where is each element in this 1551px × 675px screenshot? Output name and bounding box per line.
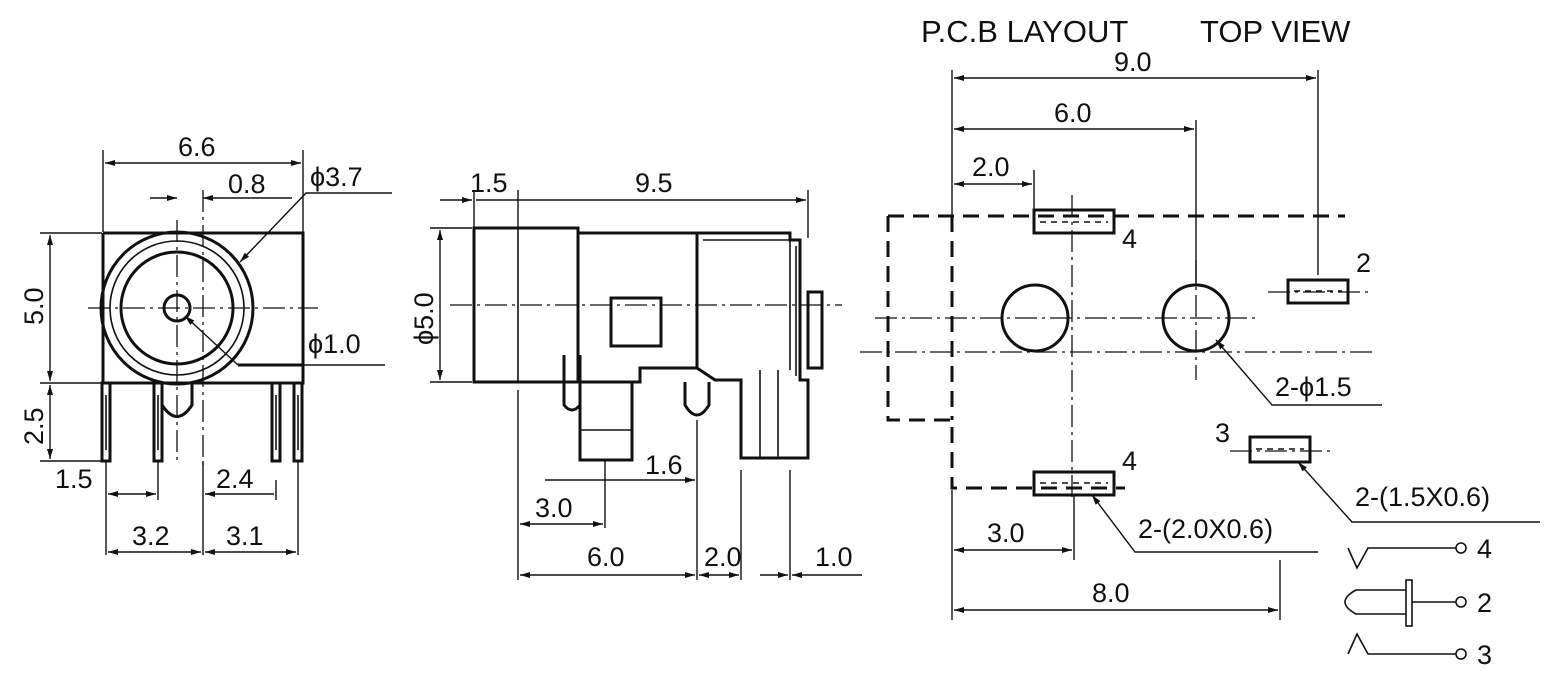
pcb-pin-label-4-top: 4 bbox=[1122, 224, 1137, 254]
schematic-pin-3: 3 bbox=[1477, 640, 1492, 670]
schematic-pin-2: 2 bbox=[1477, 588, 1492, 618]
dim-front-height: 5.0 bbox=[19, 287, 49, 325]
side-barrel bbox=[472, 226, 580, 384]
dim-pcb-hole-dia: 2-ϕ1.5 bbox=[1275, 372, 1352, 402]
schematic-plug-2 bbox=[1344, 589, 1406, 615]
side-window bbox=[609, 296, 663, 348]
dim-pcb-slot-small: 2-(1.5X0.6) bbox=[1355, 482, 1490, 512]
dim-side-pin-offset: 1.6 bbox=[645, 450, 683, 480]
schematic-contact-3 bbox=[1347, 632, 1456, 655]
dim-front-offset: 0.8 bbox=[228, 169, 266, 199]
dim-front-pin-right: 2.4 bbox=[216, 464, 254, 494]
side-body bbox=[578, 231, 699, 384]
dim-pcb-bottom-span: 8.0 bbox=[1092, 578, 1130, 608]
pcb-slot-top bbox=[1032, 208, 1116, 235]
dim-front-inner-dia: ϕ1.0 bbox=[308, 329, 361, 359]
pcb-hole-left bbox=[1000, 283, 1070, 353]
side-view: 1.5 9.5 ϕ5.0 1.6 3.0 6.0 2.0 1.0 bbox=[409, 168, 862, 580]
pcb-pin-label-2: 2 bbox=[1356, 248, 1371, 278]
dim-pcb-holes: 6.0 bbox=[1054, 98, 1092, 128]
dim-pcb-pad: 2.0 bbox=[972, 152, 1010, 182]
dim-pcb-slot-large: 2-(2.0X0.6) bbox=[1138, 514, 1273, 544]
pcb-layout-title: P.C.B LAYOUT bbox=[921, 14, 1128, 49]
pcb-pin-label-3: 3 bbox=[1215, 418, 1230, 448]
side-rear-body bbox=[696, 231, 810, 460]
front-view: 6.6 0.8 ϕ3.7 ϕ1.0 5.0 2.5 1.5 2.4 3.2 bbox=[19, 132, 392, 555]
dim-front-width: 6.6 bbox=[178, 132, 216, 162]
dim-pcb-total: 9.0 bbox=[1114, 47, 1152, 77]
dim-side-pin-c: 1.0 bbox=[815, 542, 853, 572]
dim-front-pin-left: 1.5 bbox=[55, 464, 93, 494]
side-pin-mid bbox=[578, 380, 634, 462]
dim-pcb-bottom-offset: 3.0 bbox=[987, 518, 1025, 548]
pcb-slot-pin2 bbox=[1286, 278, 1350, 305]
dim-side-pin-a: 3.0 bbox=[535, 493, 573, 523]
pcb-slot-bottom bbox=[1032, 470, 1116, 497]
top-view-title: TOP VIEW bbox=[1200, 14, 1351, 49]
side-rear-nub bbox=[806, 290, 824, 370]
dim-side-length: 9.5 bbox=[635, 168, 673, 198]
side-pin-boss bbox=[683, 382, 711, 417]
dim-side-span: 6.0 bbox=[587, 542, 625, 572]
dim-front-pin-length: 2.5 bbox=[19, 407, 49, 445]
dim-side-front: 1.5 bbox=[470, 168, 508, 198]
pin-schematic: 4 2 3 bbox=[1344, 534, 1492, 670]
dim-side-pin-b: 2.0 bbox=[704, 542, 742, 572]
pcb-slot-pin3 bbox=[1248, 435, 1312, 464]
front-bottom-tab bbox=[160, 383, 194, 418]
pcb-pin-label-4-bottom: 4 bbox=[1122, 446, 1137, 476]
schematic-contact-4 bbox=[1347, 547, 1456, 570]
dim-front-pitch-left: 3.2 bbox=[132, 521, 170, 551]
schematic-pin-4: 4 bbox=[1477, 534, 1492, 564]
pcb-layout-view: 4 2 3 4 9.0 6.0 2.0 2-ϕ1.5 2-(1.5X0.6) 2… bbox=[860, 47, 1540, 620]
dim-front-outer-dia: ϕ3.7 bbox=[310, 162, 363, 192]
front-pin-3 bbox=[270, 381, 282, 463]
dim-front-pitch-right: 3.1 bbox=[226, 521, 264, 551]
dim-side-dia: ϕ5.0 bbox=[409, 292, 439, 345]
